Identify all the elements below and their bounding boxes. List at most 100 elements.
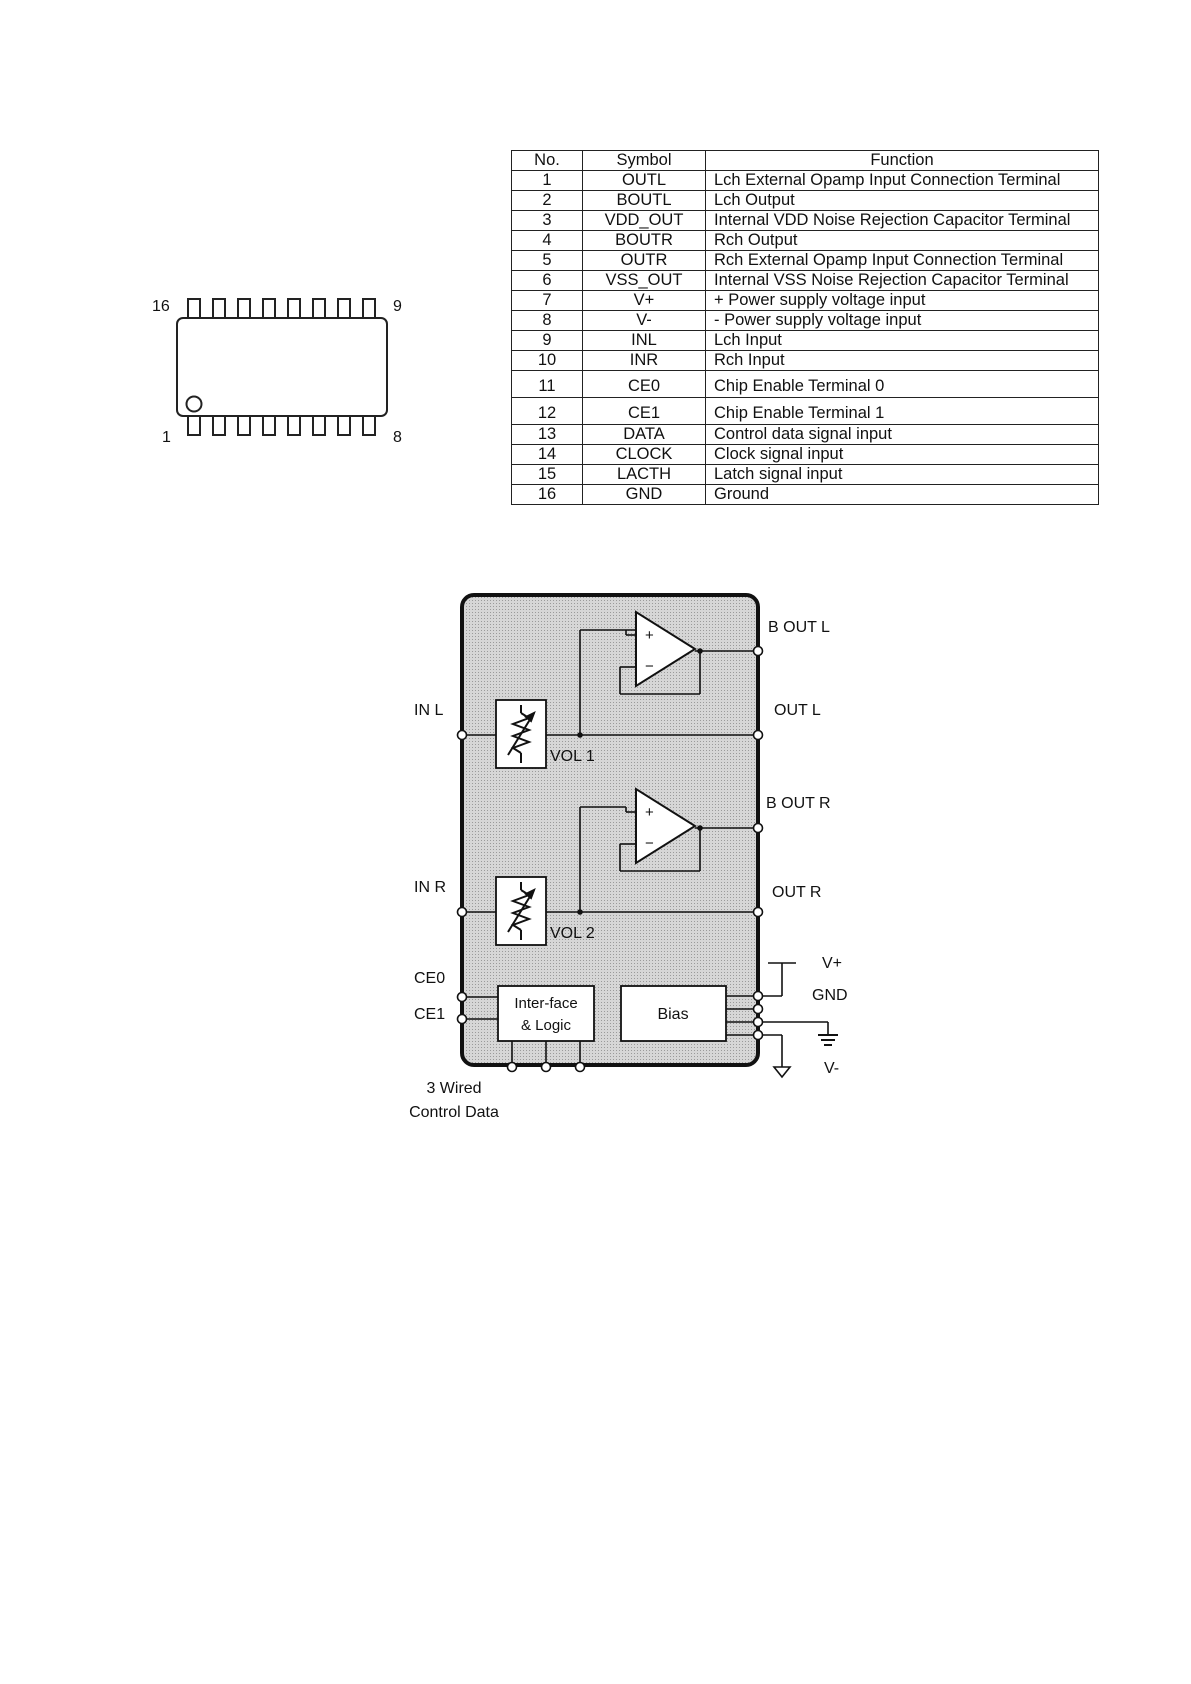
bias-label: Bias	[657, 1006, 688, 1023]
pin-function-cell: - Power supply voltage input	[705, 310, 1099, 331]
pin-label-16: 16	[152, 298, 170, 315]
package-pin-bottom	[262, 415, 276, 436]
package-pin-bottom	[212, 415, 226, 436]
ic-package-drawing	[176, 298, 388, 436]
pin-no-cell: 12	[511, 397, 583, 425]
block-diagram: + − + − Inter-face & Logic Bias	[400, 585, 880, 1125]
pin-no-cell: 10	[511, 350, 583, 371]
label-vol2: VOL 2	[550, 925, 595, 942]
table-header-row: No. Symbol Function	[511, 150, 1099, 171]
opamp-l-icon	[635, 610, 697, 688]
pin-no-cell: 7	[511, 290, 583, 311]
pin-function-cell: Chip Enable Terminal 0	[705, 370, 1099, 398]
package-pin-top	[237, 298, 251, 319]
vminus-arrow-icon	[772, 1066, 792, 1079]
package-pins	[187, 298, 376, 436]
pin-no-cell: 2	[511, 190, 583, 211]
ground-icon	[818, 1034, 838, 1046]
package-pin-top	[362, 298, 376, 319]
header-no: No.	[511, 150, 583, 171]
label-out-l: OUT L	[774, 702, 821, 719]
vol1-potentiometer-icon	[507, 705, 536, 763]
pin-function-cell: Rch External Opamp Input Connection Term…	[705, 250, 1099, 271]
pin-symbol-cell: DATA	[582, 424, 706, 445]
package-pin-top	[187, 298, 201, 319]
pin-function-cell: Lch Input	[705, 330, 1099, 351]
opamp-l-minus: −	[645, 658, 654, 675]
pin-no-cell: 4	[511, 230, 583, 251]
block-diagram-drawing: + − + − Inter-face & Logic Bias	[409, 593, 848, 1121]
header-function: Function	[705, 150, 1099, 171]
opamp-l-plus: +	[645, 627, 654, 644]
label-bout-r: B OUT R	[766, 795, 831, 812]
pin-no-cell: 6	[511, 270, 583, 291]
label-vminus: V-	[824, 1060, 839, 1077]
pin-no-cell: 1	[511, 170, 583, 191]
label-gnd: GND	[812, 987, 848, 1004]
label-ce1: CE1	[414, 1006, 445, 1023]
opamp-r-minus: −	[645, 835, 654, 852]
pin-symbol-cell: VSS_OUT	[582, 270, 706, 291]
interface-label-1: Inter-face	[514, 995, 577, 1012]
pin-function-cell: Chip Enable Terminal 1	[705, 397, 1099, 425]
label-bout-l: B OUT L	[768, 619, 830, 636]
pin-function-cell: + Power supply voltage input	[705, 290, 1099, 311]
pin-function-cell: Lch Output	[705, 190, 1099, 211]
pin-symbol-cell: CLOCK	[582, 444, 706, 465]
interface-label-2: & Logic	[521, 1017, 572, 1034]
package-pin-bottom	[312, 415, 326, 436]
label-in-r: IN R	[414, 879, 446, 896]
label-out-r: OUT R	[772, 884, 821, 901]
pin-symbol-cell: BOUTL	[582, 190, 706, 211]
pin-function-cell: Rch Input	[705, 350, 1099, 371]
package-pin-bottom	[337, 415, 351, 436]
pin-no-cell: 13	[511, 424, 583, 445]
vol2-potentiometer-icon	[507, 882, 536, 940]
pin-function-cell: Lch External Opamp Input Connection Term…	[705, 170, 1099, 191]
package-pin-bottom	[287, 415, 301, 436]
pin-no-cell: 11	[511, 370, 583, 398]
package-pin-bottom	[362, 415, 376, 436]
pin-function-cell: Latch signal input	[705, 464, 1099, 485]
interface-logic-block	[497, 985, 595, 1042]
label-ce0: CE0	[414, 970, 445, 987]
pin-symbol-cell: INL	[582, 330, 706, 351]
package-body	[176, 317, 388, 417]
pin-symbol-cell: V-	[582, 310, 706, 331]
pin-no-cell: 5	[511, 250, 583, 271]
pin-no-cell: 14	[511, 444, 583, 465]
pin-function-cell: Ground	[705, 484, 1099, 505]
pin-symbol-cell: CE0	[582, 370, 706, 398]
bias-block	[620, 985, 727, 1042]
package-pin-top	[287, 298, 301, 319]
pin-label-8: 8	[393, 429, 402, 446]
pin-function-cell: Internal VDD Noise Rejection Capacitor T…	[705, 210, 1099, 231]
package-pin-bottom	[237, 415, 251, 436]
pin-function-cell: Internal VSS Noise Rejection Capacitor T…	[705, 270, 1099, 291]
pin-label-9: 9	[393, 298, 402, 315]
pin-symbol-cell: OUTL	[582, 170, 706, 191]
ic-package-outline: 16 9 1 8	[140, 285, 410, 455]
pin-terminals	[456, 645, 764, 1073]
pin-symbol-cell: OUTR	[582, 250, 706, 271]
pin1-marker-icon	[185, 395, 203, 413]
pin-no-cell: 8	[511, 310, 583, 331]
pin-function-cell: Rch Output	[705, 230, 1099, 251]
junction-dots	[577, 648, 703, 915]
label-control-2: Control Data	[409, 1104, 499, 1121]
package-pin-bottom	[187, 415, 201, 436]
pin-no-cell: 9	[511, 330, 583, 351]
package-pin-top	[312, 298, 326, 319]
